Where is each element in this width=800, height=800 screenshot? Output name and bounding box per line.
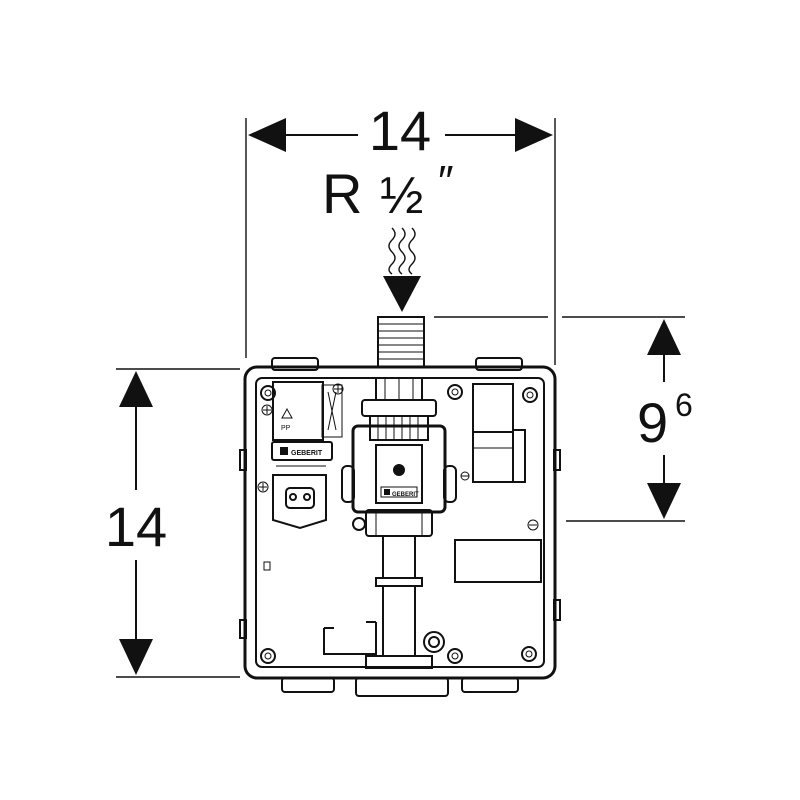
mount-tab-top-left: [271, 357, 319, 371]
drain-plug-icon: [423, 631, 445, 653]
valve-nut: [361, 399, 437, 417]
svg-text:PP: PP: [281, 425, 291, 432]
right-height-label: 9: [637, 391, 668, 454]
cable-clip: [323, 622, 377, 655]
arrowhead-bottom: [647, 483, 681, 519]
valve-core: [375, 444, 423, 504]
screw-icon: [257, 481, 269, 493]
thread-size-label: R ½ ″: [322, 157, 454, 225]
arrowhead-right: [515, 118, 553, 152]
outlet-flange: [365, 655, 433, 669]
arrowhead-bottom: [119, 639, 153, 675]
right-height-superscript: 6: [675, 387, 693, 423]
screw-icon: [527, 519, 539, 531]
solenoid-valve: GEBERIT: [341, 377, 470, 669]
left-height-label: 14: [105, 495, 167, 558]
left-height-dimension: 14: [105, 368, 240, 678]
valve-logo-icon: GEBERIT: [392, 492, 419, 498]
electronics-module: PP GEBERIT: [257, 381, 344, 530]
arrowhead-top: [119, 371, 153, 407]
small-clip: [263, 561, 271, 571]
screw-icon: [332, 383, 344, 395]
label-plate: [271, 441, 333, 461]
screw-icon: [261, 404, 273, 416]
water-inlet-arrow-icon: [383, 227, 421, 312]
valve-side-lug-left: [341, 465, 355, 503]
housing-inner-wall: [255, 377, 545, 668]
valve-knurl: [369, 415, 429, 441]
outlet-pipe-lower: [382, 585, 416, 657]
screw-hole-icon: [447, 648, 463, 664]
thread-inch-mark: ″: [438, 157, 454, 206]
side-clip: [239, 619, 247, 639]
outlet-pipe-upper: [382, 535, 416, 579]
bracket-tab: [512, 429, 526, 483]
module-frame: [272, 381, 324, 441]
screw-hole-icon: [521, 646, 537, 662]
label-panel: [454, 539, 542, 583]
threaded-inlet-nipple: [377, 316, 425, 368]
bottom-outlet: [355, 677, 449, 697]
screw-hole-icon: [447, 384, 463, 400]
valve-indicator-dot: [393, 464, 405, 476]
side-clip: [553, 449, 561, 471]
housing-outer-wall: [243, 365, 557, 680]
side-clip: [239, 449, 247, 471]
screw-hole-icon: [260, 648, 276, 664]
brand-logo-icon: GEBERIT: [291, 450, 323, 457]
top-width-dimension: 14: [245, 99, 556, 365]
bottom-foot-left: [281, 677, 335, 693]
bottom-foot-right: [461, 677, 519, 693]
right-mounting-bracket: [472, 383, 539, 531]
side-clip: [553, 599, 561, 621]
arrowhead-left: [248, 118, 286, 152]
recycle-icon: PP: [281, 407, 293, 432]
right-height-dimension: 9 6: [434, 316, 693, 522]
mount-tab-top-right: [475, 357, 523, 371]
thread-fraction: ½: [380, 167, 423, 225]
thread-prefix: R: [322, 162, 362, 225]
connector-socket: [285, 487, 315, 509]
screw-hole-icon: [260, 385, 276, 401]
screw-icon: [460, 471, 470, 481]
screw-hole-icon: [522, 387, 538, 403]
screw-hole-icon: [352, 517, 366, 531]
valve-side-lug-right: [443, 465, 457, 503]
module-side-plate: [321, 384, 343, 438]
pipe-ring: [375, 577, 423, 587]
terminal-block: [272, 474, 327, 530]
top-width-label: 14: [369, 99, 431, 162]
arrowhead-top: [647, 319, 681, 355]
